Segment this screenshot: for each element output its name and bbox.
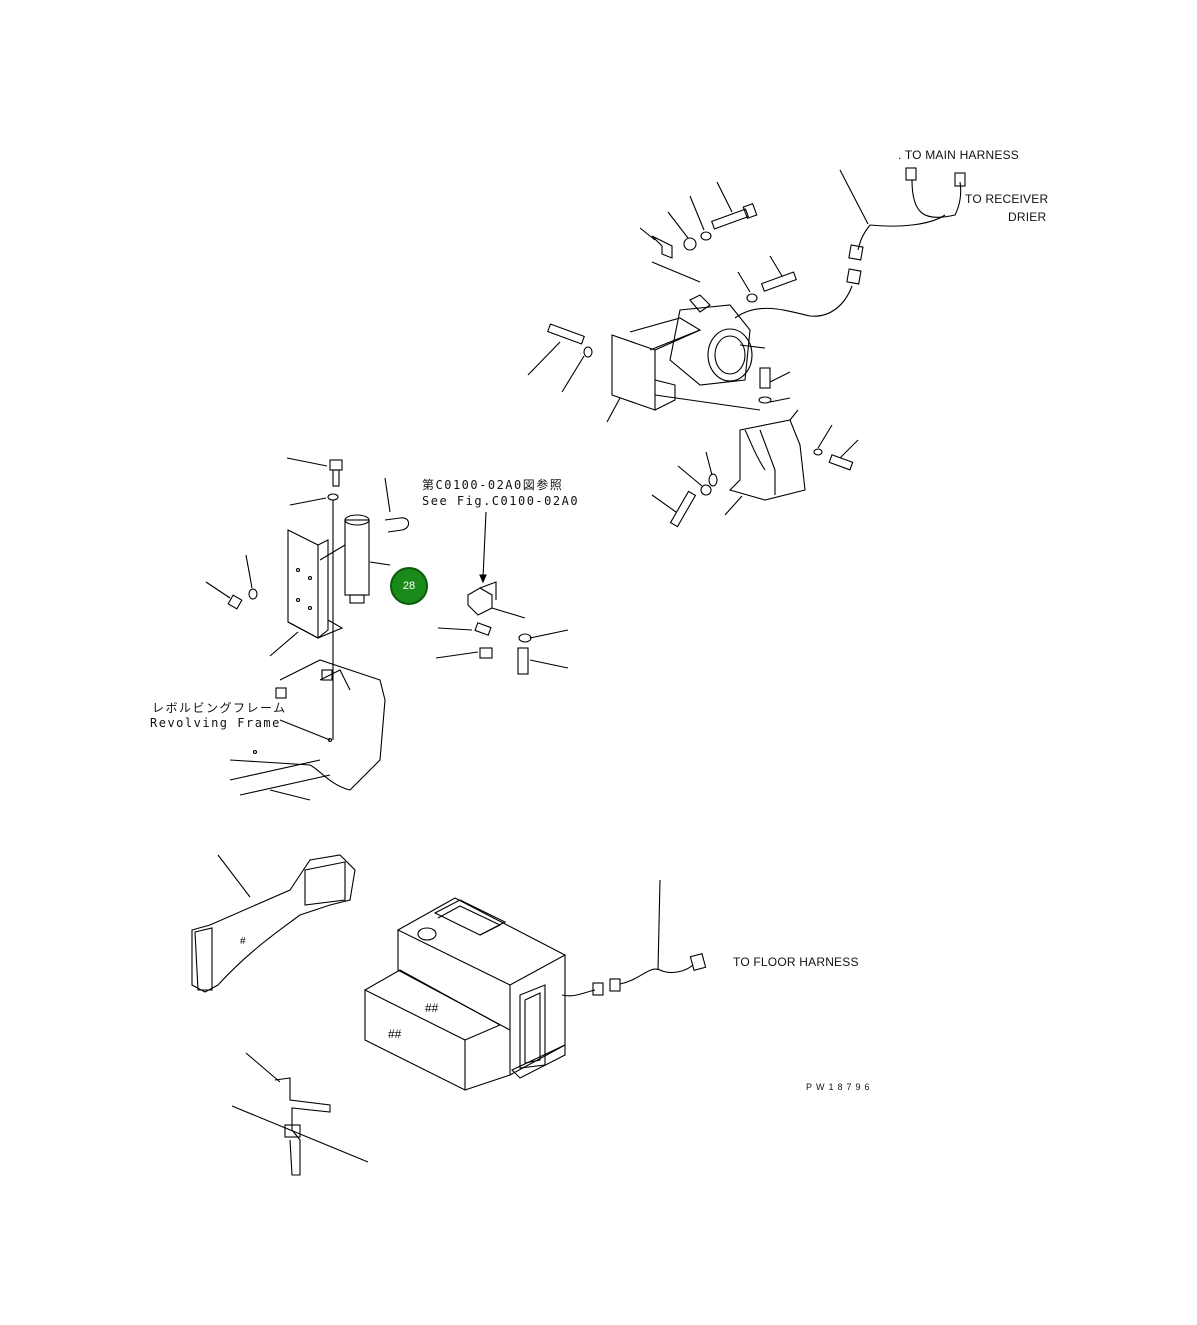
bolt: [760, 255, 797, 292]
bolt: [828, 439, 859, 471]
svg-text:##: ##: [425, 1001, 439, 1015]
air-duct: #: [191, 854, 356, 993]
main-harness-label: . TO MAIN HARNESS: [898, 148, 1019, 162]
u-clamp: [384, 517, 410, 533]
revolving-frame-label-jp: レボルビングフレーム: [152, 701, 287, 715]
revolving-frame: [229, 659, 386, 801]
see-fig-label-en: See Fig.C0100-02A0: [422, 494, 580, 508]
compressor-assembly: [527, 167, 966, 528]
receiver-bracket-assembly: [205, 457, 410, 801]
bolt: [711, 181, 758, 230]
compressor: [649, 294, 766, 386]
svg-text:##: ##: [388, 1027, 402, 1041]
svg-text:#: #: [240, 936, 246, 947]
hose-fitting: [231, 1052, 369, 1176]
bolt: [517, 647, 569, 675]
bolt: [286, 457, 343, 487]
small-bracket: [435, 511, 569, 675]
see-fig-label-jp: 第C0100-02A0図参照: [422, 478, 564, 492]
part-callout-badge[interactable]: 28: [390, 567, 428, 605]
bolt: [759, 367, 791, 389]
revolving-frame-label-en: Revolving Frame: [150, 716, 281, 730]
mount-bracket: [724, 409, 806, 516]
bolt: [651, 490, 697, 528]
drawing-code: PW18796: [806, 1082, 874, 1092]
air-conditioner-unit: ## ##: [363, 879, 707, 1091]
part-callout-number: 28: [402, 580, 416, 592]
floor-harness-label: TO FLOOR HARNESS: [733, 955, 859, 969]
receiver-connector: [954, 172, 966, 187]
compressor-bracket: [606, 317, 761, 423]
main-harness-wire: [911, 179, 962, 218]
bolt: [527, 323, 585, 376]
receiver-drier: [344, 514, 391, 604]
bracket-plate: [269, 529, 344, 657]
main-harness-connector: [905, 167, 917, 181]
receiver-label-line1: TO RECEIVER: [965, 192, 1049, 206]
receiver-label-line2: DRIER: [1008, 210, 1047, 224]
